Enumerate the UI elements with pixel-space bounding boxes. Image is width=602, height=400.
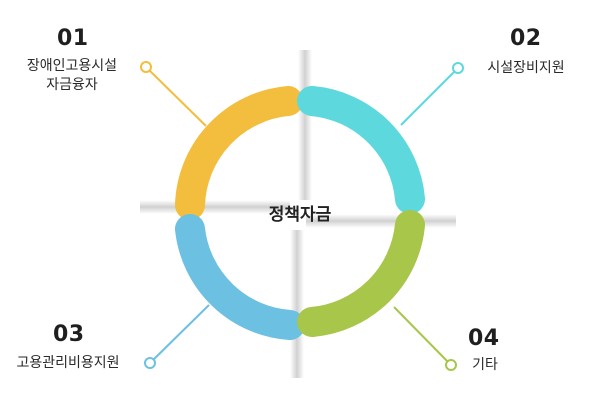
item-label-03: 고용관리비용지원 xyxy=(0,354,136,373)
connector-line-03 xyxy=(149,304,210,364)
item-number-03: 03 xyxy=(53,322,85,347)
item-label-01: 장애인고용시설 자금융자 xyxy=(12,57,132,95)
center-label: 정책자금 xyxy=(268,205,332,225)
item-number-01: 01 xyxy=(57,26,89,51)
connector-line-02 xyxy=(400,68,458,126)
item-label-02-line-1: 시설장비지원 xyxy=(487,60,565,76)
connector-line-04 xyxy=(393,306,451,365)
arc-segment-04 xyxy=(297,210,425,337)
item-label-01-line-1: 장애인고용시설 xyxy=(26,58,118,74)
arc-segment-03 xyxy=(175,214,305,340)
item-label-01-line-2: 자금융자 xyxy=(46,77,98,93)
item-label-04: 기타 xyxy=(465,356,505,375)
connector-dot-04 xyxy=(445,359,457,371)
arc-segment-01 xyxy=(175,86,303,220)
divider-shadow-top xyxy=(298,50,312,200)
item-label-04-line-1: 기타 xyxy=(472,357,498,373)
connector-dot-02 xyxy=(452,62,464,74)
arc-segment-02 xyxy=(297,86,425,214)
item-label-02: 시설장비지원 xyxy=(470,59,582,78)
item-number-02: 02 xyxy=(510,26,542,51)
connector-dot-03 xyxy=(144,357,156,369)
item-label-03-line-1: 고용관리비용지원 xyxy=(16,355,120,371)
divider-shadow-bottom xyxy=(290,230,304,378)
connector-dot-01 xyxy=(140,61,152,73)
item-number-04: 04 xyxy=(468,326,500,351)
connector-line-01 xyxy=(146,67,207,127)
